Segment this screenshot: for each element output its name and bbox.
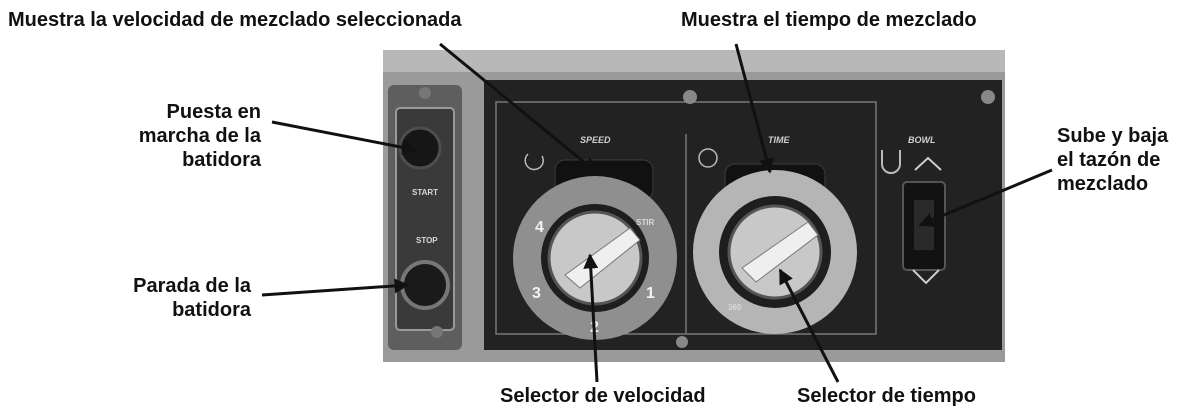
callout-bowl: Sube y baja el tazón de mezclado [1057, 124, 1168, 196]
bowl-down-chevron [912, 269, 940, 285]
panel-screw-top-left [419, 87, 431, 99]
callout-start-line3: batidora [182, 149, 261, 171]
bowl-icon [881, 150, 901, 174]
bowl-up-chevron [914, 156, 942, 171]
speed-number-4: 4 [535, 219, 544, 236]
speed-knob-grip [564, 227, 641, 289]
callout-stop: Parada de la batidora [71, 274, 251, 322]
callout-bowl-line1: Sube y baja [1057, 125, 1169, 147]
callout-time-display: Muestra el tiempo de mezclado [681, 9, 977, 31]
callout-speed-display: Muestra la velocidad de mezclado selecci… [8, 9, 462, 31]
callout-stop-line2: batidora [172, 299, 251, 321]
time-knob-grip [741, 221, 819, 283]
panel-screw-bottom-left [431, 326, 443, 338]
speed-stir-text: STIR [636, 218, 654, 227]
panel-screw-top [683, 90, 697, 104]
start-button[interactable] [398, 126, 442, 170]
panel-screw-right [981, 90, 995, 104]
callout-start-line2: marcha de la [138, 125, 261, 147]
panel-screw-bottom [676, 336, 688, 348]
speed-number-2: 2 [590, 319, 599, 336]
machine-casing-shadow [383, 50, 1005, 72]
callout-time-selector: Selector de tiempo [797, 385, 976, 407]
callout-start-line1: Puesta en [166, 101, 261, 123]
callout-speed-selector: Selector de velocidad [500, 385, 706, 407]
clock-icon [698, 148, 718, 168]
callout-stop-line1: Parada de la [133, 275, 251, 297]
time-marker-text: 360 [728, 303, 742, 312]
stop-button[interactable] [400, 260, 450, 310]
callout-start: Puesta en marcha de la batidora [91, 100, 261, 172]
speed-number-3: 3 [532, 285, 541, 302]
speed-number-1: 1 [646, 285, 655, 302]
bowl-text: BOWL [908, 135, 936, 145]
time-text: TIME [768, 135, 790, 145]
start-text: START [412, 188, 438, 197]
callout-bowl-line3: mezclado [1057, 173, 1149, 195]
callout-bowl-line2: el tazón de [1057, 149, 1161, 171]
speed-text: SPEED [580, 135, 611, 145]
bowl-switch-lever [914, 200, 934, 250]
stop-text: STOP [416, 236, 438, 245]
